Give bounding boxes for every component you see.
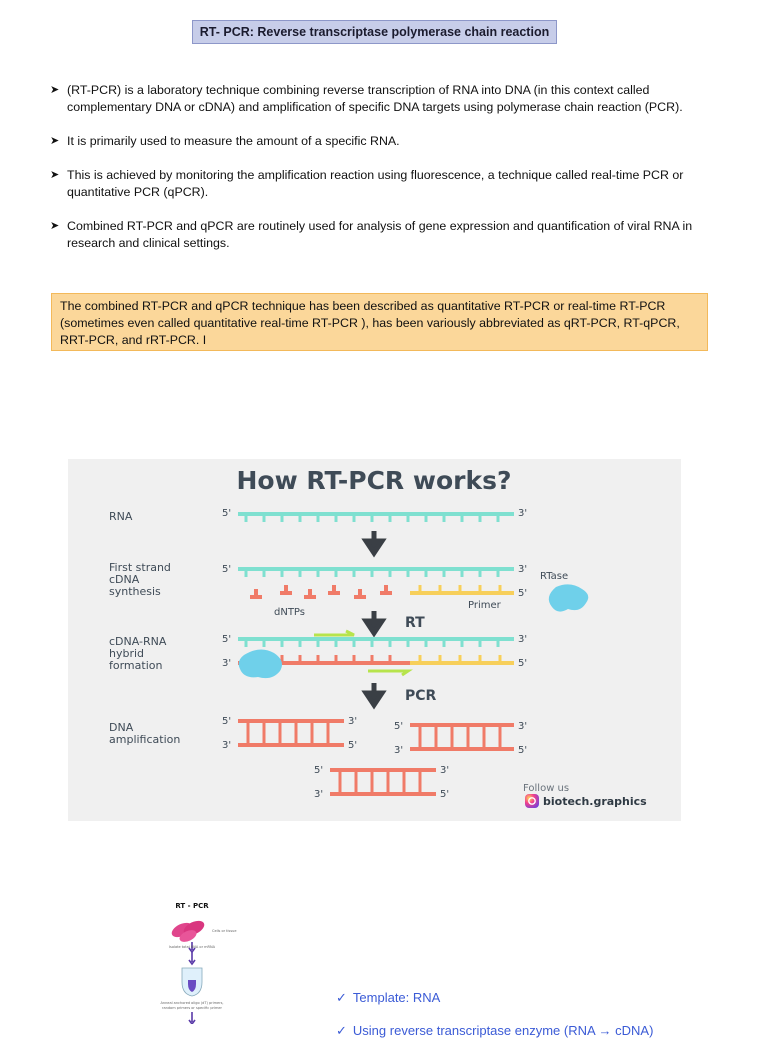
flowchart-svg: RT - PCR Cells or tissue Isolate total R… [160, 902, 237, 1026]
label-cells: Cells or tissue [212, 929, 237, 933]
label-rt: RT [405, 615, 425, 631]
end-5-amp-rb: 5' [518, 745, 527, 756]
label-dna: DNA [109, 721, 134, 734]
rt-pcr-flowchart: RT - PCR Cells or tissue Isolate total R… [160, 890, 260, 1026]
slide-title: RT- PCR: Reverse transcriptase polymeras… [192, 20, 557, 44]
end-5-amp-b: 5' [314, 765, 323, 776]
tube-icon [181, 967, 203, 997]
label-formation: formation [109, 659, 162, 672]
check-item: ✓Using reverse transcriptase enzyme (RNA… [336, 1023, 654, 1038]
end-3-hybrid: 3' [518, 634, 527, 645]
end-3-amp-rb: 3' [394, 745, 403, 756]
check-item: ✓Template: RNA [336, 990, 441, 1005]
label-anneal-2: random primers or specific primer [162, 1006, 222, 1010]
arrow-bullet-icon: ➤ [50, 84, 60, 96]
end-3-hybrid-bottom: 3' [222, 658, 231, 669]
arrow-bullet-icon: ➤ [50, 135, 60, 147]
end-5-first: 5' [222, 564, 231, 575]
label-cdna: cDNA [109, 573, 140, 586]
down-arrow-icon [361, 611, 387, 638]
end-3-amp-l: 3' [348, 716, 357, 727]
end-5-amp-lb: 5' [348, 740, 357, 751]
end-3-amp-lb: 3' [222, 740, 231, 751]
label-hybrid: hybrid [109, 647, 144, 660]
arrow-bullet-icon: ➤ [50, 220, 60, 232]
bullet-item: ➤This is achieved by monitoring the ampl… [50, 168, 684, 199]
cells-icon [171, 920, 205, 942]
label-dntps: dNTPs [274, 607, 305, 618]
end-3-amp-b: 3' [440, 765, 449, 776]
rt-pcr-diagram: How RT-PCR works? RNA First strand cDNA … [68, 459, 681, 821]
instagram-icon [525, 794, 539, 808]
check-icon: ✓ [336, 1023, 347, 1038]
end-3-rna: 3' [518, 508, 527, 519]
label-isolate: Isolate total RNA or mRNA [169, 945, 216, 949]
label-primer: Primer [468, 600, 502, 611]
end-5-amp-bb: 5' [440, 789, 449, 800]
bullet-item: ➤It is primarily used to measure the amo… [50, 134, 400, 148]
end-5-amp-l: 5' [222, 716, 231, 727]
bullet-list: ➤(RT-PCR) is a laboratory technique comb… [50, 82, 730, 269]
down-arrow-icon [361, 531, 387, 558]
rtase-enzyme-icon [238, 649, 282, 679]
end-5-hybrid: 5' [222, 634, 231, 645]
label-amplification: amplification [109, 733, 180, 746]
rt-pcr-diagram-svg: How RT-PCR works? RNA First strand cDNA … [109, 466, 647, 808]
down-arrow-icon [188, 952, 196, 966]
flowchart-title: RT - PCR [175, 902, 209, 910]
end-5-amp-r: 5' [394, 721, 403, 732]
end-3-amp-bb: 3' [314, 789, 323, 800]
end-5-rna: 5' [222, 508, 231, 519]
arrow-bullet-icon: ➤ [50, 169, 60, 181]
label-first-strand: First strand [109, 561, 171, 574]
label-synthesis: synthesis [109, 585, 161, 598]
check-list: ✓Template: RNA ✓Using reverse transcript… [336, 981, 653, 1047]
down-arrow-icon [188, 1012, 196, 1026]
end-5-primer: 5' [518, 588, 527, 599]
end-5-hybrid-bottom: 5' [518, 658, 527, 669]
rtase-enzyme-icon [548, 584, 589, 612]
down-arrow-icon [361, 683, 387, 710]
diagram-title: How RT-PCR works? [236, 466, 511, 495]
label-rtase: RTase [540, 571, 568, 582]
end-3-amp-r: 3' [518, 721, 527, 732]
label-pcr: PCR [405, 688, 437, 704]
bullet-item: ➤(RT-PCR) is a laboratory technique comb… [50, 83, 683, 114]
end-3-first: 3' [518, 564, 527, 575]
highlight-note: The combined RT-PCR and qPCR technique h… [51, 293, 708, 351]
label-cdna-rna: cDNA-RNA [109, 635, 167, 648]
follow-us-text: Follow us [523, 783, 569, 794]
dntp-group [250, 585, 392, 599]
bullet-item: ➤Combined RT-PCR and qPCR are routinely … [50, 219, 693, 250]
instagram-handle: biotech.graphics [543, 795, 647, 808]
check-icon: ✓ [336, 990, 347, 1005]
label-rna: RNA [109, 510, 133, 523]
label-anneal-1: Anneal anchored oligo (dT) primers, [160, 1001, 223, 1005]
